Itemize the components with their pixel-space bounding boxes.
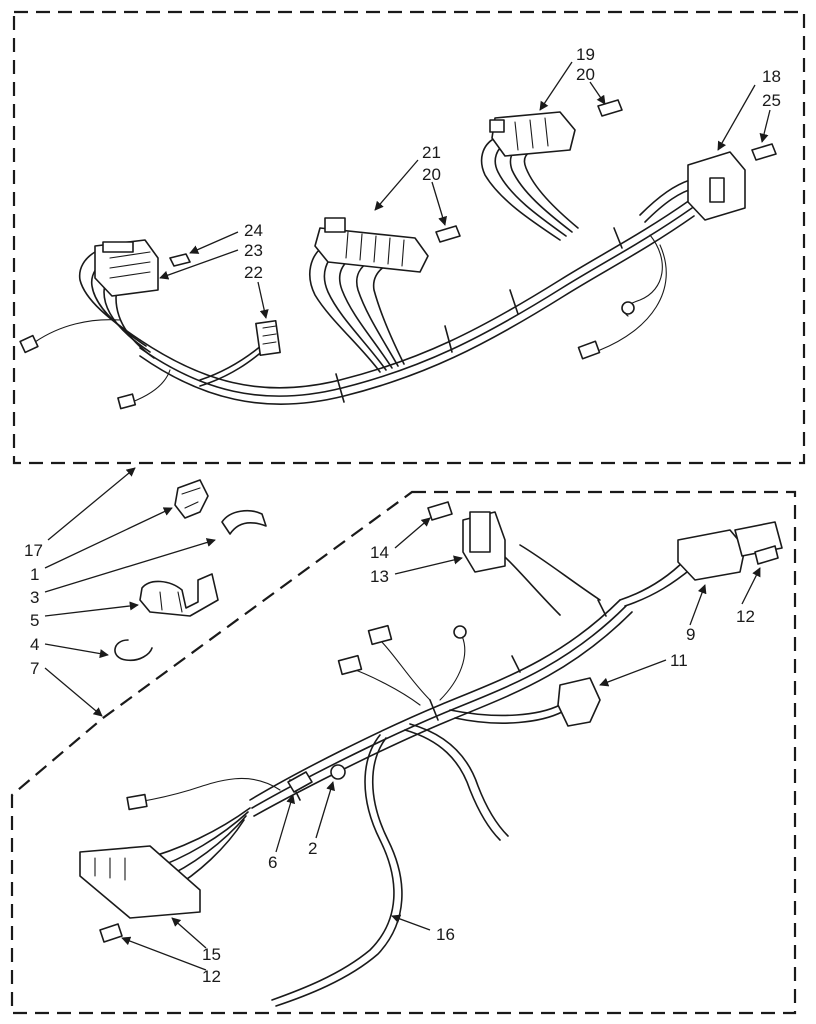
wire-clip-part-1 bbox=[174, 479, 209, 519]
callout-25: 25 bbox=[762, 91, 781, 110]
callout-5: 5 bbox=[30, 611, 39, 630]
lower-wire-harness bbox=[79, 501, 783, 1007]
callout-12-bottom: 12 bbox=[202, 967, 221, 986]
cable-clamp-part-5 bbox=[139, 573, 219, 617]
hook-clip-part-4 bbox=[114, 639, 153, 662]
callout-6: 6 bbox=[268, 853, 277, 872]
callout-13: 13 bbox=[370, 567, 389, 586]
callout-22: 22 bbox=[244, 263, 263, 282]
callout-17: 17 bbox=[24, 541, 43, 560]
callout-3: 3 bbox=[30, 588, 39, 607]
callout-15: 15 bbox=[202, 945, 221, 964]
callout-19: 19 bbox=[576, 45, 595, 64]
callout-14: 14 bbox=[370, 543, 389, 562]
callout-20-mid: 20 bbox=[422, 165, 441, 184]
callout-16: 16 bbox=[436, 925, 455, 944]
callout-7: 7 bbox=[30, 659, 39, 678]
callout-4: 4 bbox=[30, 635, 39, 654]
callout-24: 24 bbox=[244, 221, 263, 240]
upper-wire-harness bbox=[19, 99, 777, 410]
lower-harness-boundary bbox=[10, 490, 797, 1015]
callout-1: 1 bbox=[30, 565, 39, 584]
callout-2: 2 bbox=[308, 839, 317, 858]
callout-9: 9 bbox=[686, 625, 695, 644]
callout-12-right: 12 bbox=[736, 607, 755, 626]
leader-lines bbox=[44, 61, 771, 971]
callout-18: 18 bbox=[762, 67, 781, 86]
callout-20-top: 20 bbox=[576, 65, 595, 84]
callout-11: 11 bbox=[670, 651, 688, 670]
callout-23: 23 bbox=[244, 241, 263, 260]
upper-harness-boundary bbox=[12, 10, 806, 465]
callout-labels: 19 20 18 25 21 20 24 23 22 17 1 3 5 4 7 … bbox=[24, 45, 781, 986]
wire-clip-part-3 bbox=[221, 509, 267, 535]
callout-21: 21 bbox=[422, 143, 441, 162]
